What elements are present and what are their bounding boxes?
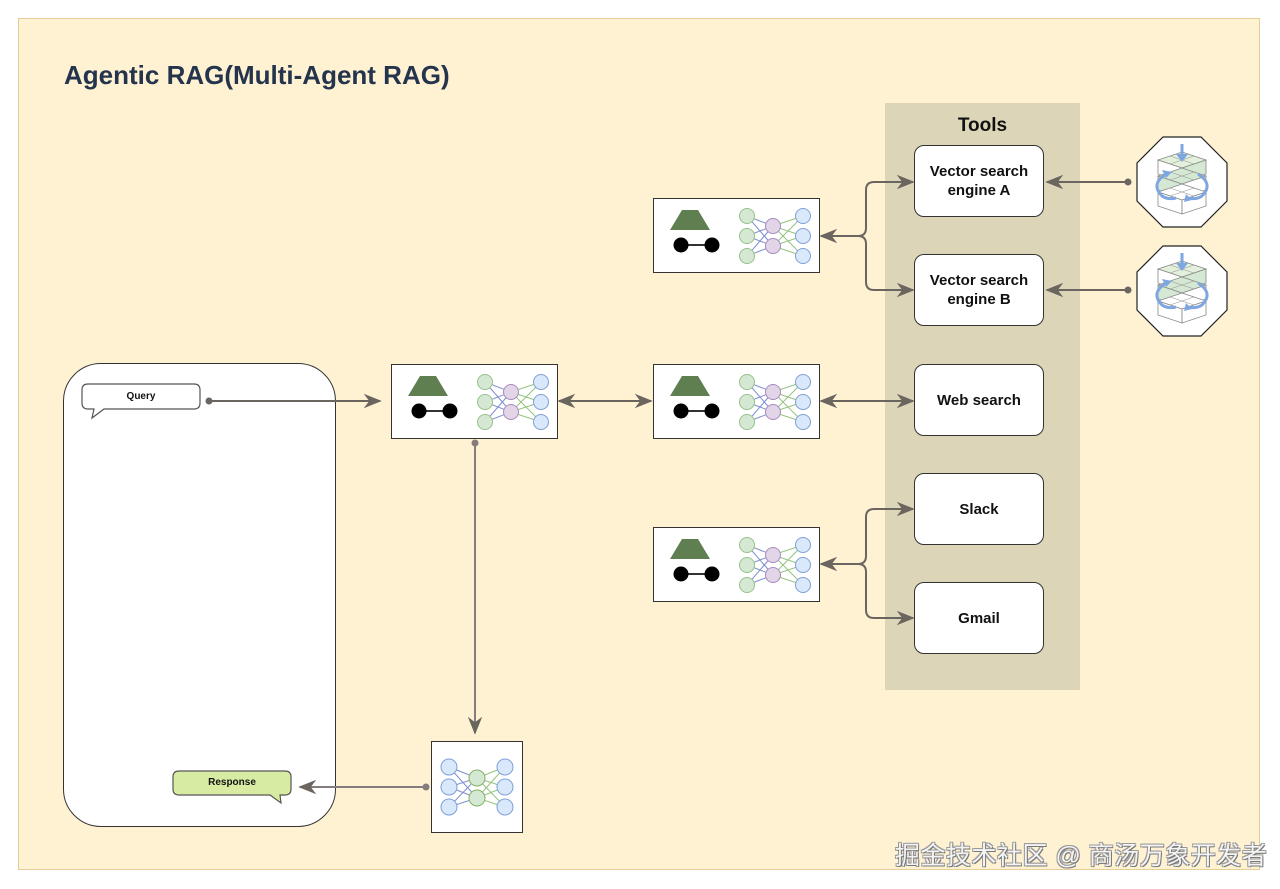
nn-node (533, 374, 549, 390)
nn-node (440, 758, 458, 776)
tool-label: Gmail (958, 609, 1000, 627)
nn-node (503, 384, 519, 400)
generator-llm[interactable] (431, 741, 523, 833)
nn-node (795, 557, 811, 573)
nn-node (739, 577, 755, 593)
agent-detective-icon (670, 376, 720, 419)
nn-node (739, 557, 755, 573)
nn-node (739, 248, 755, 264)
chat-window (63, 363, 336, 827)
nn-node (503, 404, 519, 420)
watermark: 掘金技术社区 @ 商汤万象开发者 (895, 842, 1268, 870)
nn-node (468, 789, 486, 807)
agent-icons (408, 374, 549, 430)
tool-slack[interactable]: Slack (914, 473, 1044, 545)
tool-web-search[interactable]: Web search (914, 364, 1044, 436)
nn-node (533, 394, 549, 410)
comms-agent[interactable] (653, 527, 820, 602)
neural-network-icon (739, 374, 811, 430)
nn-node (477, 414, 493, 430)
agent-icons (670, 208, 811, 264)
nn-node (765, 384, 781, 400)
neural-network-icon (440, 758, 514, 816)
neural-network-icon (739, 537, 811, 593)
nn-node (795, 394, 811, 410)
tool-vector-search-engine-a[interactable]: Vector search engine A (914, 145, 1044, 217)
response-bubble-label[interactable]: Response (208, 777, 256, 788)
vector-agent[interactable] (653, 198, 820, 273)
generator-icons (440, 758, 514, 816)
nn-node (765, 567, 781, 583)
nn-node (468, 769, 486, 787)
agent-icons (670, 537, 811, 593)
nn-node (440, 798, 458, 816)
nn-node (533, 414, 549, 430)
nn-node (739, 394, 755, 410)
nn-node (795, 577, 811, 593)
vector-database-a-icon[interactable] (1136, 136, 1228, 228)
nn-node (496, 778, 514, 796)
nn-node (739, 414, 755, 430)
nn-node (765, 218, 781, 234)
nn-node (795, 228, 811, 244)
aggregator-agent[interactable] (391, 364, 558, 439)
agent-detective-icon (670, 210, 720, 253)
tool-gmail[interactable]: Gmail (914, 582, 1044, 654)
tool-label-line2: engine A (947, 182, 1011, 199)
nn-node (739, 537, 755, 553)
nn-node (795, 414, 811, 430)
tool-label-line2: engine B (947, 291, 1011, 308)
nn-node (739, 228, 755, 244)
nn-node (739, 374, 755, 390)
nn-node (795, 208, 811, 224)
nn-node (765, 238, 781, 254)
agent-icons (670, 374, 811, 430)
nn-node (477, 394, 493, 410)
nn-node (795, 537, 811, 553)
nn-node (496, 798, 514, 816)
nn-node (496, 758, 514, 776)
nn-node (795, 374, 811, 390)
web-agent[interactable] (653, 364, 820, 439)
vector-database-b-icon[interactable] (1136, 245, 1228, 337)
query-bubble-label[interactable]: Query (126, 391, 156, 402)
tool-label: Slack (959, 500, 999, 518)
nn-node (795, 248, 811, 264)
tool-vector-search-engine-b[interactable]: Vector search engine B (914, 254, 1044, 326)
nn-node (765, 547, 781, 563)
agent-detective-icon (670, 539, 720, 582)
neural-network-icon (739, 208, 811, 264)
nn-node (477, 374, 493, 390)
nn-node (739, 208, 755, 224)
tool-label-line1: Vector search (929, 163, 1029, 180)
agent-detective-icon (408, 376, 458, 419)
diagram-title: Agentic RAG(Multi-Agent RAG) (64, 60, 450, 90)
nn-node (440, 778, 458, 796)
nn-node (765, 404, 781, 420)
tools-heading: Tools (957, 115, 1008, 136)
neural-network-icon (477, 374, 549, 430)
tool-label-line1: Vector search (929, 272, 1029, 289)
tool-label: Web search (937, 391, 1021, 409)
